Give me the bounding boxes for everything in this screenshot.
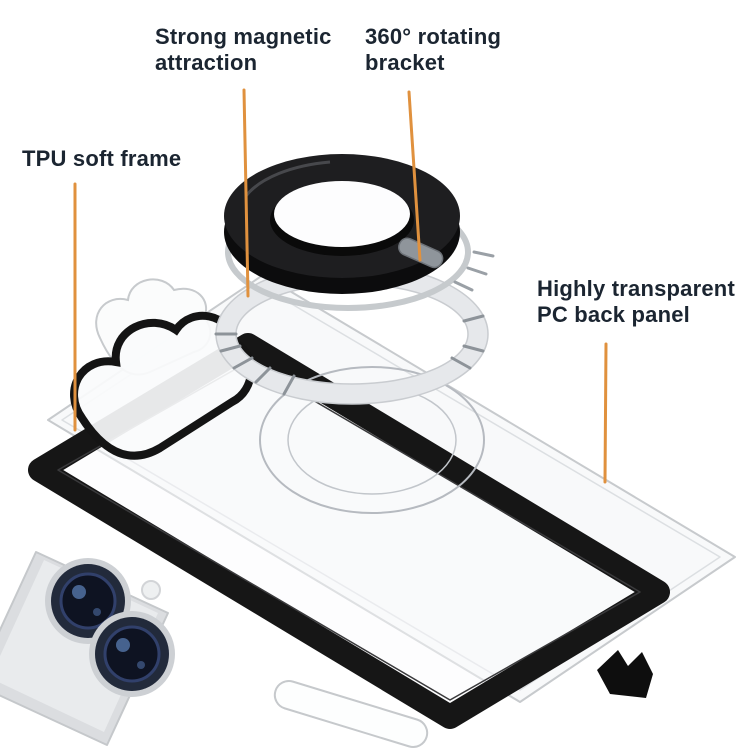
callout-magnetic-attraction: Strong magnetic attraction xyxy=(155,24,332,75)
phone-body xyxy=(0,551,175,746)
leader-line-panel xyxy=(603,342,608,484)
leader-lines xyxy=(73,88,608,484)
cat-ear-tab xyxy=(597,650,653,698)
leader-line-bracket xyxy=(407,90,422,262)
case-camera-cutout xyxy=(70,311,255,460)
callout-pc-back-panel: Highly transparent PC back panel xyxy=(537,276,735,327)
callout-tpu-frame: TPU soft frame xyxy=(22,146,182,171)
leader-line-magnetic xyxy=(242,88,250,298)
bottom-port-slot xyxy=(273,679,429,749)
magnet-segment-ticks xyxy=(214,314,485,396)
rotating-ring xyxy=(224,154,460,294)
camera-lens-bottom xyxy=(89,611,175,697)
camera-flash xyxy=(141,580,161,600)
callout-rotating-bracket: 360° rotating bracket xyxy=(365,24,502,75)
case-tpu-frame xyxy=(28,311,670,729)
